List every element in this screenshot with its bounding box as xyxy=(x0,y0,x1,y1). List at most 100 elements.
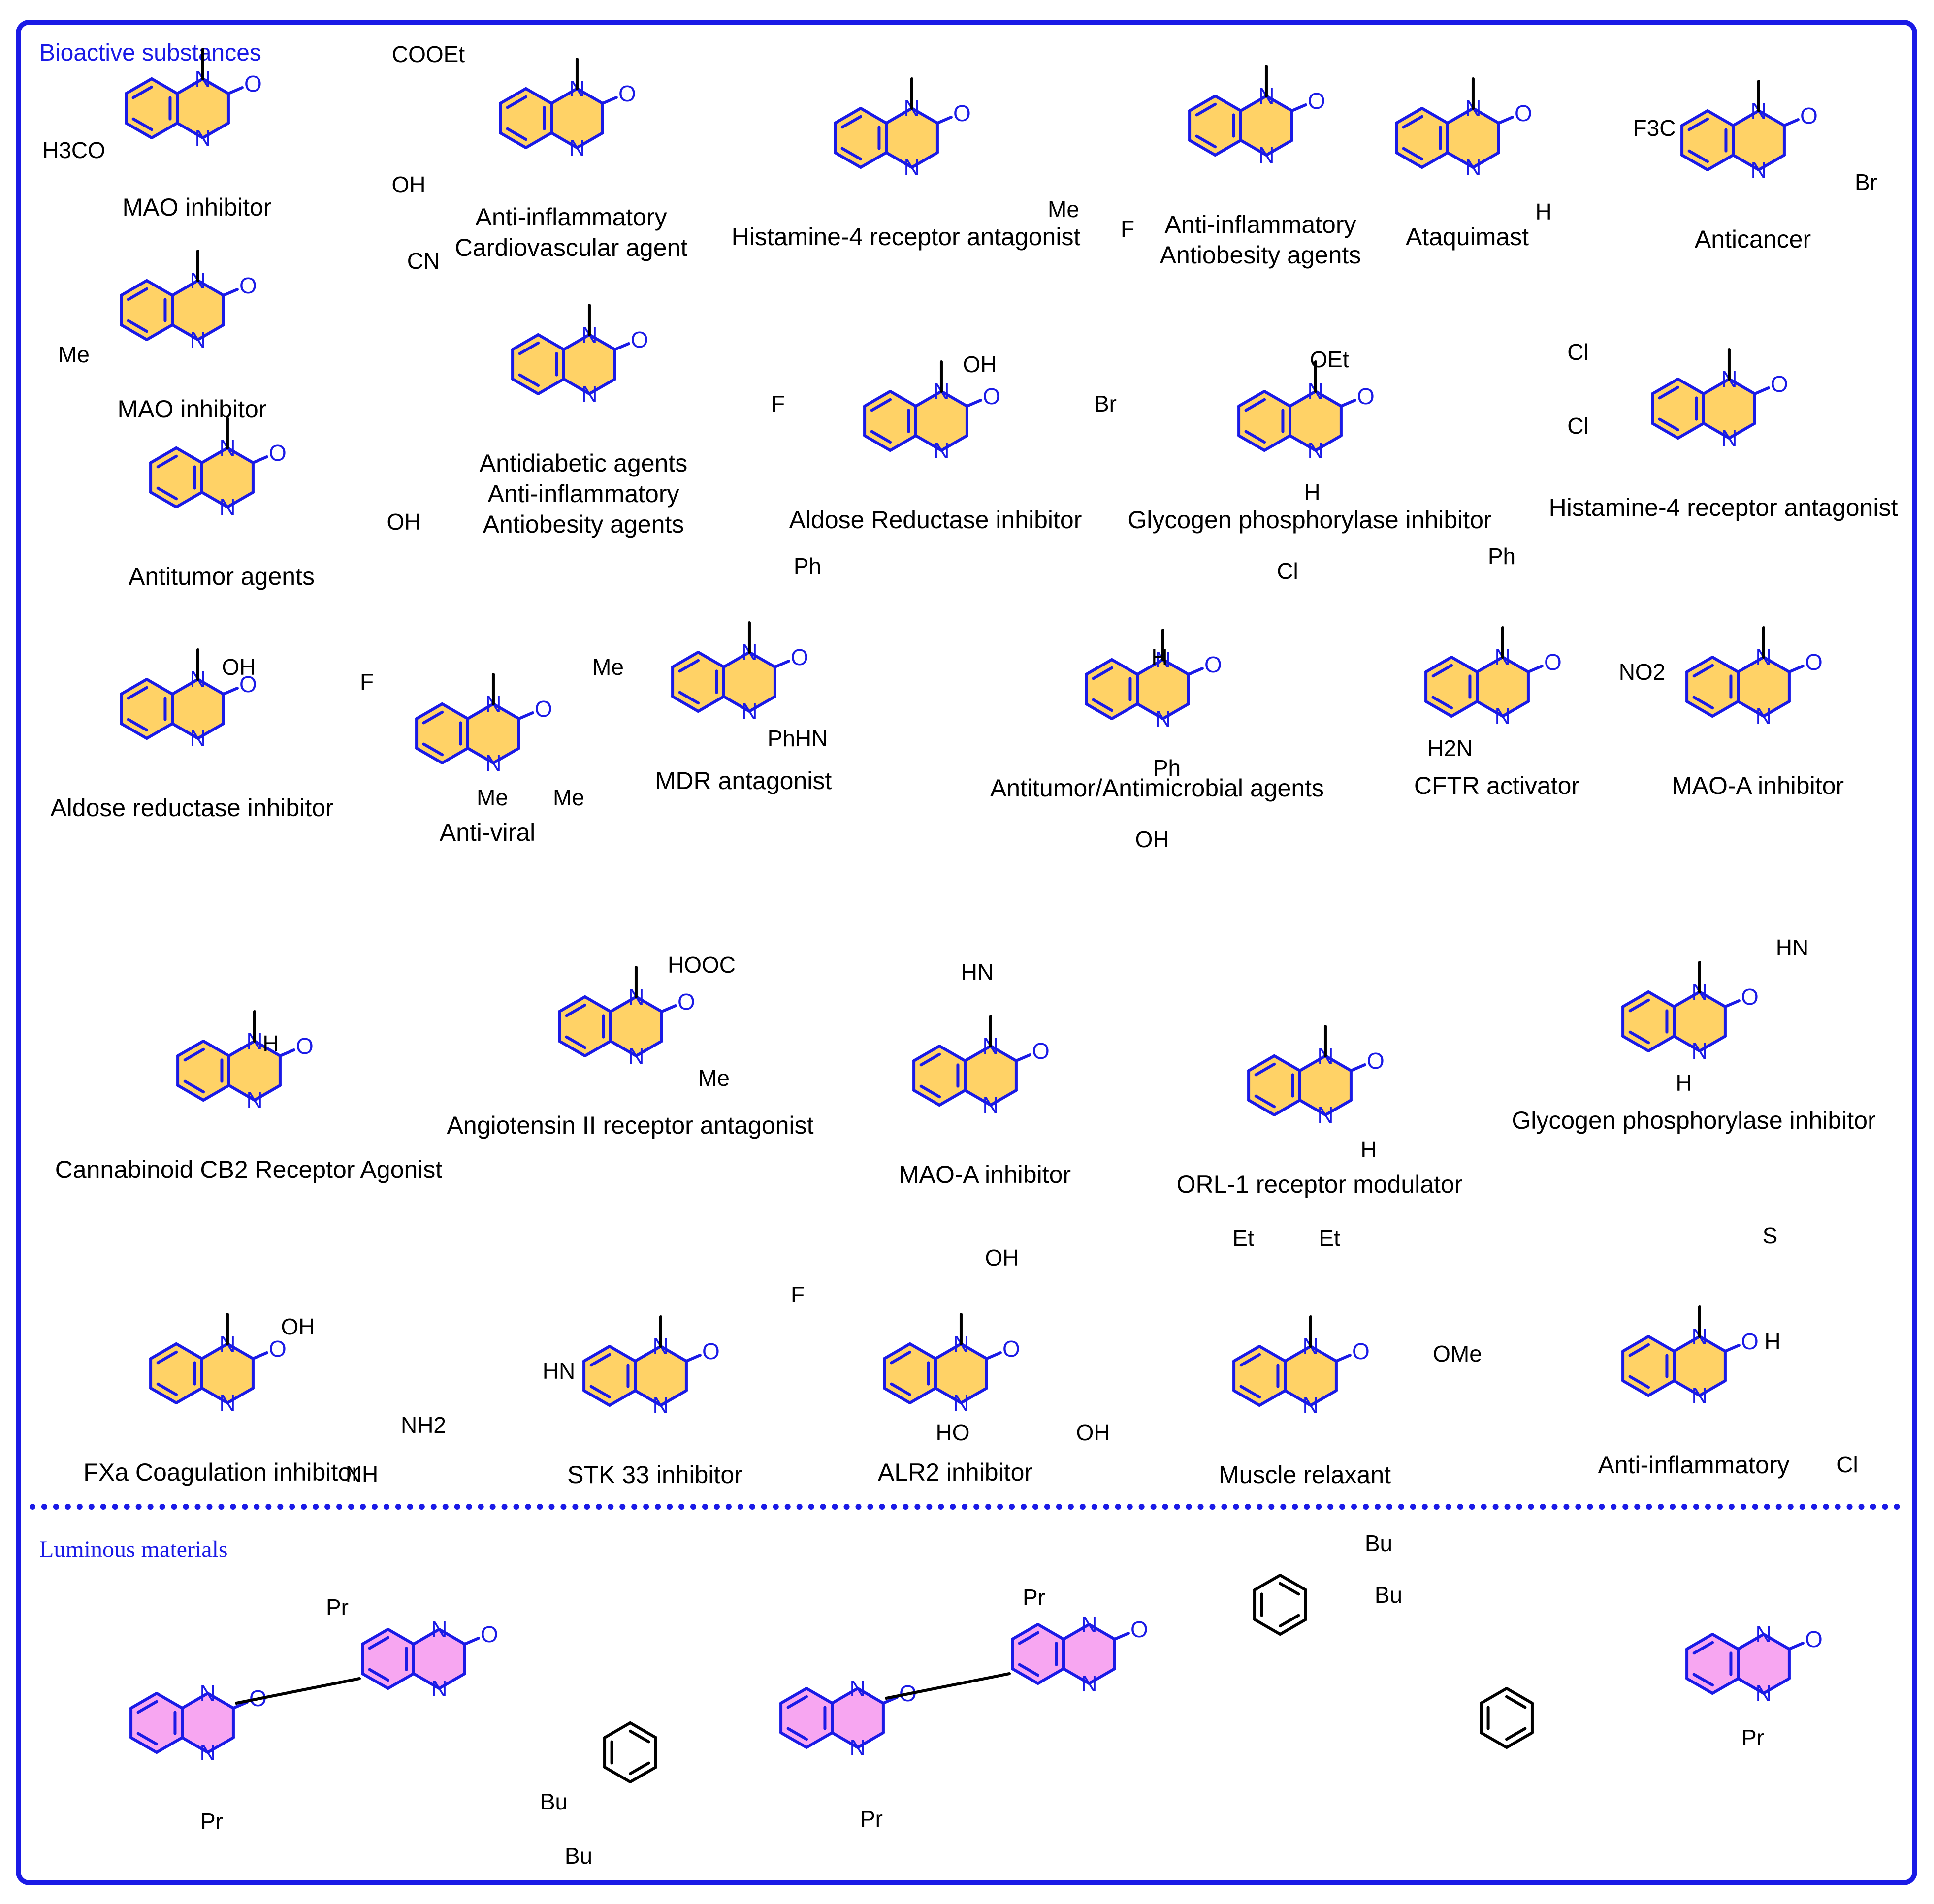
ring-bond xyxy=(1323,1054,1353,1072)
substituent-label: Pr xyxy=(326,1594,349,1620)
ring-bond xyxy=(747,695,776,713)
ring-bond xyxy=(1214,95,1243,112)
ring-bond xyxy=(912,1045,941,1062)
ring-bond xyxy=(558,995,587,1013)
core-highlight xyxy=(1240,96,1292,155)
ring-bond xyxy=(412,1628,441,1646)
aromatic-bond xyxy=(786,1727,808,1741)
carbonyl-bond xyxy=(463,1637,480,1646)
core-highlight xyxy=(610,997,662,1056)
core-highlight xyxy=(563,335,615,394)
substituent-label: F3C xyxy=(1633,115,1676,141)
compound-label: CFTR activator xyxy=(1414,770,1579,801)
aromatic-bond xyxy=(368,1636,390,1650)
ring-bond xyxy=(834,107,863,125)
nitrogen-atom: N xyxy=(199,1740,216,1765)
compound-label-line: Antidiabetic agents xyxy=(479,449,688,477)
aromatic-bond xyxy=(183,1047,205,1062)
substituent-label: OH xyxy=(985,1245,1019,1270)
ring-bond xyxy=(196,722,225,740)
aromatic-bond xyxy=(127,287,149,301)
substituent-label: HN xyxy=(543,1358,575,1384)
compound-label: Antitumor/Antimicrobial agents xyxy=(990,773,1324,803)
ring-bond xyxy=(226,491,255,508)
carbonyl-bond xyxy=(1113,1632,1130,1641)
ring-bond xyxy=(149,1387,178,1404)
oxygen-atom: O xyxy=(1357,383,1375,409)
ring-bond xyxy=(1232,1389,1261,1407)
oxygen-atom: O xyxy=(1367,1048,1385,1074)
aromatic-bond xyxy=(786,1695,808,1709)
ring-bond xyxy=(1727,378,1756,395)
ring-bond xyxy=(524,131,553,149)
ring-bond xyxy=(120,279,149,297)
ring-bond xyxy=(939,390,968,408)
substituent-label: H xyxy=(1535,199,1551,224)
aromatic-bond xyxy=(870,430,892,444)
carbonyl-bond xyxy=(231,1701,249,1710)
ring-bond xyxy=(412,1672,441,1690)
nitrogen-atom: N xyxy=(933,438,949,463)
compound-label: Aldose Reductase inhibitor xyxy=(789,505,1082,535)
ring-bond xyxy=(201,77,230,95)
ring-bond xyxy=(180,1692,209,1710)
compound-label: Anti-inflammatory xyxy=(1598,1450,1790,1480)
ring-bond xyxy=(1672,1035,1701,1052)
ring-bond xyxy=(1135,658,1164,676)
ring-bond xyxy=(491,702,520,720)
substituent-label: NO2 xyxy=(1619,659,1666,685)
ring-bond xyxy=(908,1387,937,1404)
ring-bond xyxy=(1314,434,1343,452)
ring-bond xyxy=(149,446,178,464)
aromatic-bond xyxy=(1092,666,1114,680)
ring-bond xyxy=(200,1342,229,1360)
oxygen-atom: O xyxy=(1352,1338,1370,1364)
ring-bond xyxy=(125,77,154,95)
carbonyl-bond xyxy=(1787,665,1805,673)
carbonyl-bond xyxy=(660,1004,677,1013)
ring-bond xyxy=(1011,1623,1040,1641)
ring-bond xyxy=(722,651,751,668)
quinoxalinone-core: NNO xyxy=(511,322,648,407)
nitrogen-atom: N xyxy=(953,1390,969,1416)
ring-bond xyxy=(575,87,604,105)
compound-label-line: Ataquimast xyxy=(1405,223,1529,251)
core-highlight xyxy=(1447,108,1499,167)
substituent-label: H xyxy=(1151,644,1167,670)
aromatic-bond xyxy=(131,117,154,131)
aromatic-bond xyxy=(840,147,863,161)
aromatic-bond xyxy=(890,1382,912,1396)
ring-bond xyxy=(1279,1618,1307,1636)
core-highlight xyxy=(935,1344,987,1403)
aromatic-bond xyxy=(422,710,444,725)
ring-bond xyxy=(587,378,616,395)
quinoxalinone-core: NNO xyxy=(1621,979,1759,1064)
substituent-label: Ph xyxy=(794,553,821,579)
ring-bond xyxy=(1264,139,1293,157)
substituent-label: OH xyxy=(1135,826,1169,852)
ring-bond xyxy=(1446,107,1475,125)
ring-bond xyxy=(120,678,149,696)
ring-bond xyxy=(603,1721,632,1739)
oxygen-atom: O xyxy=(953,100,971,126)
ring-bond xyxy=(1258,1389,1287,1407)
ring-bond xyxy=(1036,1667,1065,1685)
ring-bond xyxy=(1702,378,1731,395)
substituent-label: OH xyxy=(387,509,421,535)
substituent-label: COOEt xyxy=(392,41,465,67)
ring-bond xyxy=(1273,1099,1302,1116)
aromatic-bond xyxy=(518,373,540,387)
oxygen-atom: O xyxy=(244,71,262,96)
substituent-label: F xyxy=(1121,216,1134,242)
substituent-label: Cl xyxy=(1567,339,1588,365)
aromatic-bond xyxy=(1279,1614,1300,1628)
ring-bond xyxy=(145,279,174,297)
